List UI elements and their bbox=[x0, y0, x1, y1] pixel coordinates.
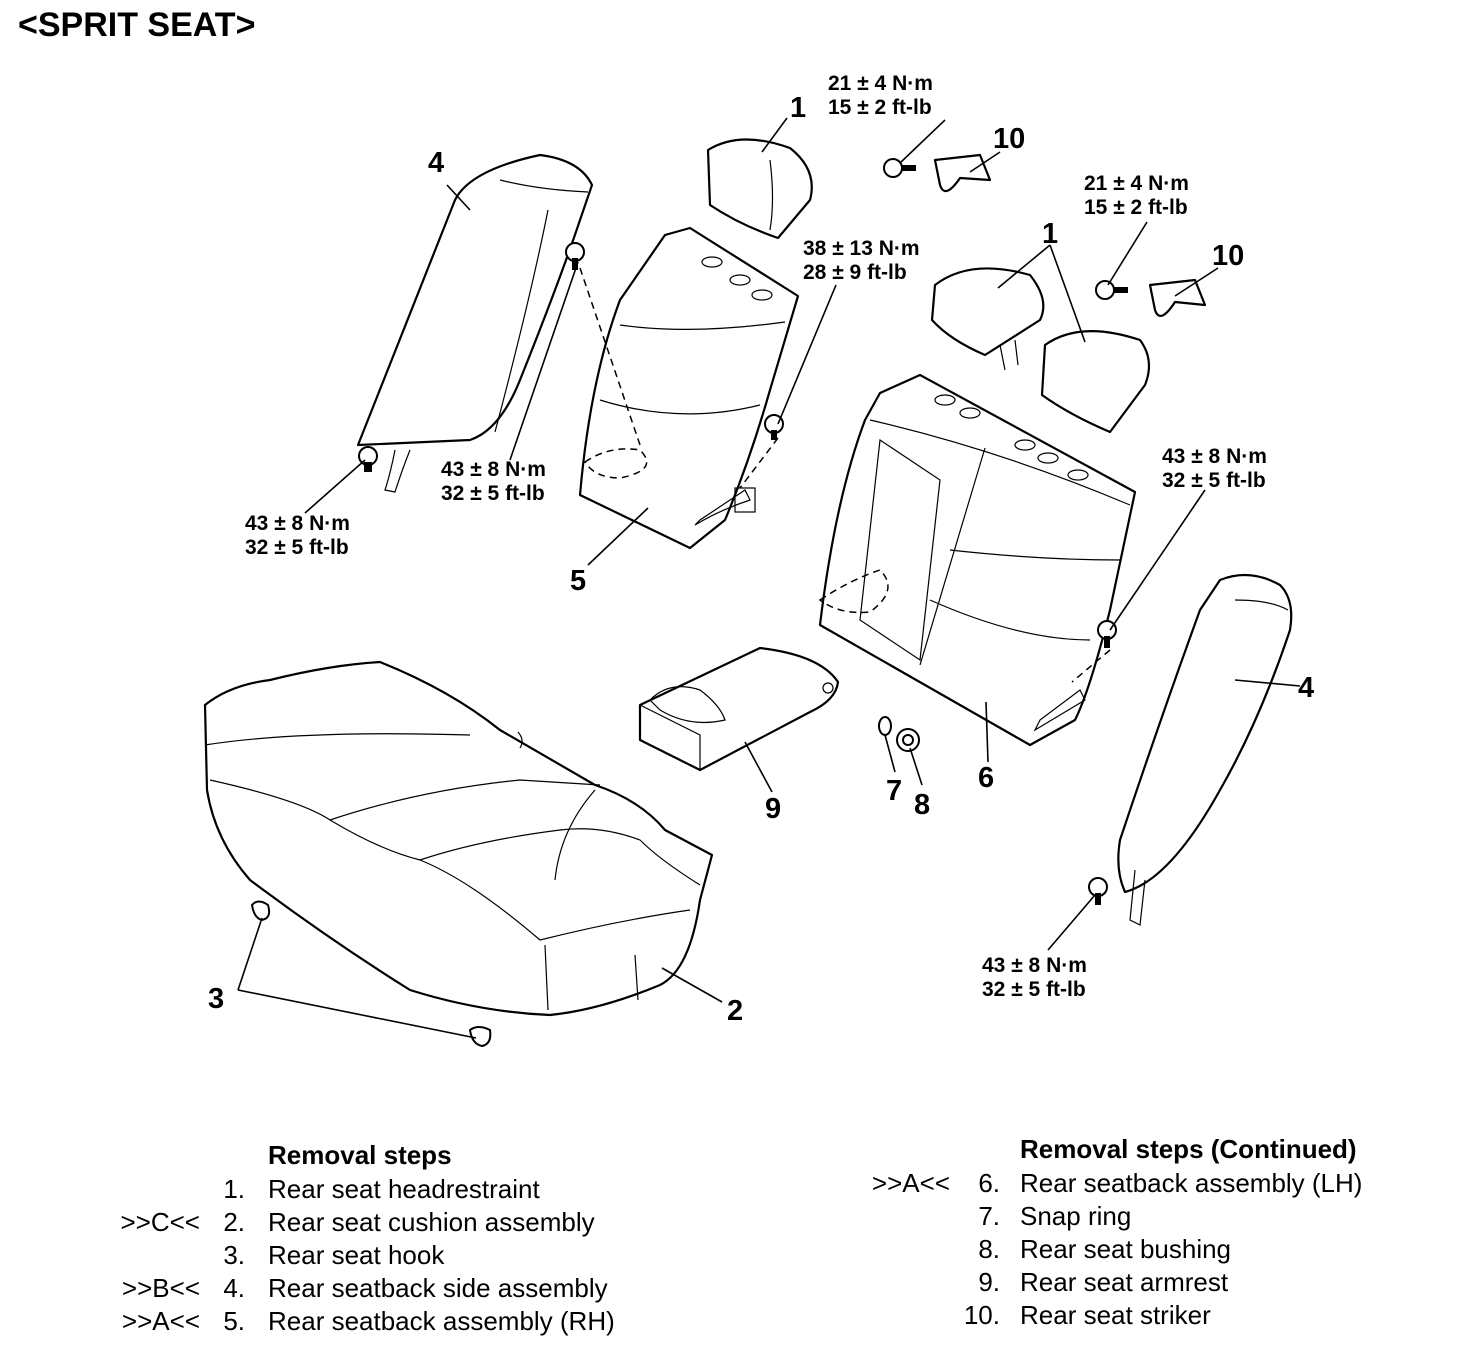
removal-steps-heading: Removal steps bbox=[268, 1140, 452, 1170]
torque-nm: 43 ± 8 N·m bbox=[1162, 445, 1267, 468]
step-number: 7. bbox=[978, 1201, 1000, 1231]
step-mark: >>C<< bbox=[120, 1207, 200, 1237]
part-1-headrest-rh bbox=[706, 138, 813, 240]
step-label: Rear seat headrestraint bbox=[268, 1174, 540, 1204]
torque-ftlb: 28 ± 9 ft-lb bbox=[803, 261, 907, 284]
removal-steps-continued-heading: Removal steps (Continued) bbox=[1020, 1134, 1357, 1164]
bolt-part5-upper bbox=[565, 242, 585, 270]
step-label: Rear seat striker bbox=[1020, 1300, 1211, 1330]
torque-43-8-left: 43 ± 8 N·m 32 ± 5 ft-lb bbox=[245, 512, 350, 559]
step-number: 6. bbox=[978, 1168, 1000, 1198]
step-label: Snap ring bbox=[1020, 1201, 1132, 1231]
step-label: Rear seat bushing bbox=[1020, 1234, 1232, 1264]
torque-38-13: 38 ± 13 N·m 28 ± 9 ft-lb bbox=[803, 237, 920, 284]
torque-ftlb: 32 ± 5 ft-lb bbox=[1162, 469, 1266, 492]
part-1-headrest-lh-1 bbox=[930, 267, 1045, 371]
torque-ftlb: 32 ± 5 ft-lb bbox=[245, 536, 349, 559]
callout-3: 3 bbox=[208, 983, 224, 1015]
torque-nm: 43 ± 8 N·m bbox=[982, 954, 1087, 977]
leader-lines bbox=[237, 117, 1301, 1039]
part-2-seat-cushion bbox=[203, 660, 714, 1017]
step-number: 2. bbox=[223, 1207, 245, 1237]
step-number: 4. bbox=[223, 1273, 245, 1303]
torque-ftlb: 32 ± 5 ft-lb bbox=[982, 978, 1086, 1001]
exploded-view-diagram: 1 10 1 10 4 4 5 6 9 7 8 2 3 21 ± 4 N·m 1… bbox=[203, 72, 1314, 1048]
part-7-snap-ring bbox=[878, 716, 892, 736]
part-3-hook-lower bbox=[468, 1026, 492, 1048]
step-label: Rear seat hook bbox=[268, 1240, 445, 1270]
step-mark: >>A<< bbox=[871, 1168, 950, 1198]
bolt-part4-right bbox=[1088, 877, 1108, 905]
step-number: 3. bbox=[223, 1240, 245, 1270]
part-5-seatback-rh bbox=[578, 226, 800, 550]
part-9-armrest bbox=[638, 646, 840, 772]
step-label: Rear seatback assembly (LH) bbox=[1020, 1168, 1363, 1198]
callout-10-right: 10 bbox=[1212, 240, 1244, 272]
step-label: Rear seatback assembly (RH) bbox=[268, 1306, 615, 1336]
removal-steps-list: Removal steps 1. Rear seat headrestraint… bbox=[0, 1140, 700, 1340]
step-label: Rear seat armrest bbox=[1020, 1267, 1229, 1297]
step-mark: >>B<< bbox=[121, 1273, 200, 1303]
callout-7: 7 bbox=[886, 775, 902, 807]
part-10-striker-right bbox=[1095, 278, 1207, 317]
step-label: Rear seat cushion assembly bbox=[268, 1207, 595, 1237]
bolt-part5-right bbox=[764, 414, 784, 440]
part-6-seatback-lh bbox=[818, 373, 1137, 747]
step-mark: >>A<< bbox=[121, 1306, 200, 1336]
callout-8: 8 bbox=[914, 789, 930, 821]
torque-ftlb: 32 ± 5 ft-lb bbox=[441, 482, 545, 505]
step-number: 9. bbox=[978, 1267, 1000, 1297]
bolt-part6-right bbox=[1097, 620, 1117, 648]
step-number: 8. bbox=[978, 1234, 1000, 1264]
callout-10-upper: 10 bbox=[993, 123, 1025, 155]
part-4-seatback-side-right bbox=[1117, 573, 1293, 926]
part-3-hook-upper bbox=[250, 900, 271, 922]
torque-43-8-lower: 43 ± 8 N·m 32 ± 5 ft-lb bbox=[982, 954, 1087, 1001]
torque-nm: 43 ± 8 N·m bbox=[441, 458, 546, 481]
callout-1-right: 1 bbox=[1042, 218, 1058, 250]
torque-43-8-center: 43 ± 8 N·m 32 ± 5 ft-lb bbox=[441, 458, 546, 505]
callout-5: 5 bbox=[570, 565, 586, 597]
part-4-seatback-side-left bbox=[356, 153, 594, 493]
callout-9: 9 bbox=[765, 793, 781, 825]
torque-nm: 21 ± 4 N·m bbox=[1084, 172, 1189, 195]
torque-21-4-right: 21 ± 4 N·m 15 ± 2 ft-lb bbox=[1084, 172, 1189, 219]
bolt-part4-left bbox=[358, 446, 378, 472]
page-title: <SPRIT SEAT> bbox=[18, 6, 256, 44]
callout-4-right: 4 bbox=[1298, 672, 1314, 704]
step-number: 10. bbox=[963, 1300, 1000, 1330]
torque-nm: 21 ± 4 N·m bbox=[828, 72, 933, 95]
part-8-bushing bbox=[896, 728, 920, 752]
callout-4-left: 4 bbox=[428, 147, 444, 179]
step-number: 5. bbox=[223, 1306, 245, 1336]
torque-ftlb: 15 ± 2 ft-lb bbox=[828, 96, 932, 119]
torque-43-8-right: 43 ± 8 N·m 32 ± 5 ft-lb bbox=[1162, 445, 1267, 492]
step-number: 1. bbox=[223, 1174, 245, 1204]
torque-ftlb: 15 ± 2 ft-lb bbox=[1084, 196, 1188, 219]
part-1-headrest-lh-2 bbox=[1040, 330, 1151, 434]
callout-1-upper: 1 bbox=[790, 92, 806, 124]
torque-nm: 38 ± 13 N·m bbox=[803, 237, 920, 260]
step-label: Rear seatback side assembly bbox=[268, 1273, 608, 1303]
callout-2: 2 bbox=[727, 995, 743, 1027]
removal-steps-continued-list: Removal steps (Continued) >>A<< 6. Rear … bbox=[760, 1134, 1460, 1344]
torque-nm: 43 ± 8 N·m bbox=[245, 512, 350, 535]
torque-21-4-upper: 21 ± 4 N·m 15 ± 2 ft-lb bbox=[828, 72, 933, 119]
callout-6: 6 bbox=[978, 762, 994, 794]
part-10-striker-upper bbox=[883, 153, 992, 193]
